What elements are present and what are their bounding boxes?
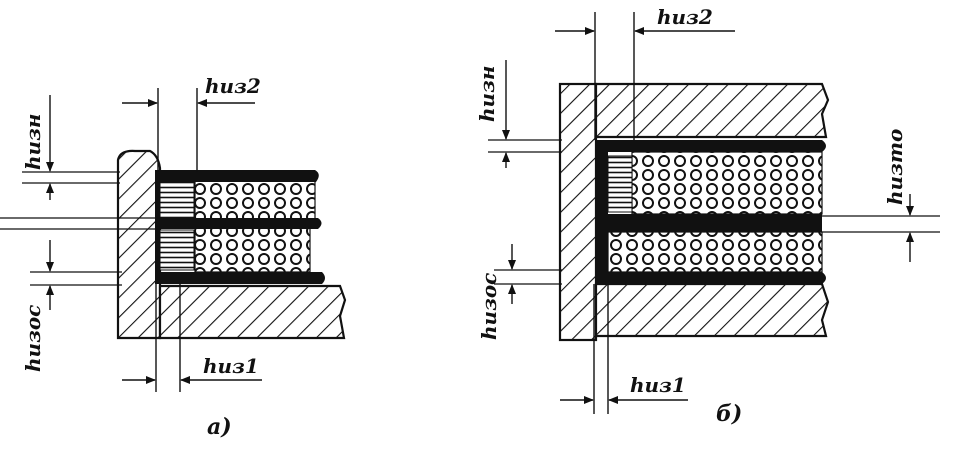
figure-a: hиз2 hизн hизос hиз1 а) <box>0 74 347 440</box>
fig-a-insulation-upper <box>194 179 316 221</box>
fig-a-hiz2-label: hиз2 <box>205 74 261 98</box>
fig-a-hizn-label: hизн <box>21 114 45 170</box>
fig-b-bottom-block <box>594 282 830 338</box>
figure-b: hиз2 hизн hизос hиз1 hизто б) <box>475 5 940 427</box>
fig-b-vertical-conductor <box>596 140 608 284</box>
fig-b-wall <box>558 82 598 342</box>
fig-b-conductor-top <box>596 140 826 152</box>
fig-b-hiz1-label: hиз1 <box>630 373 686 397</box>
fig-b-top-block <box>594 82 830 139</box>
fig-b-conductor-bottom <box>596 272 826 284</box>
fig-a-conductor-bottom <box>155 272 325 284</box>
fig-a-bottom-block <box>158 284 347 340</box>
fig-a-turn-insulation-lower <box>159 229 195 271</box>
fig-a-turn-insulation-upper <box>159 181 195 219</box>
fig-a-conductor-top <box>158 170 319 182</box>
fig-a-insulation-lower <box>194 227 311 273</box>
fig-a-caption: а) <box>207 414 232 440</box>
fig-a-hizos-label: hизос <box>21 305 45 372</box>
fig-b-hiz2-label: hиз2 <box>657 5 713 29</box>
fig-b-hizos-label: hизос <box>477 273 501 340</box>
fig-b-insulation-lower <box>607 231 823 273</box>
fig-b-conductor-middle <box>596 214 822 232</box>
fig-b-hizn-label: hизн <box>475 66 499 122</box>
fig-a-conductor-middle <box>158 218 322 229</box>
fig-b-caption: б) <box>716 401 742 427</box>
fig-b-hizto-label: hизто <box>883 129 907 205</box>
fig-a-hiz1-label: hиз1 <box>203 354 259 378</box>
fig-a-vertical-conductor <box>155 170 160 284</box>
fig-a-wall <box>116 149 162 340</box>
fig-b-turn-insulation <box>607 155 633 213</box>
fig-b-insulation-upper <box>631 151 823 215</box>
